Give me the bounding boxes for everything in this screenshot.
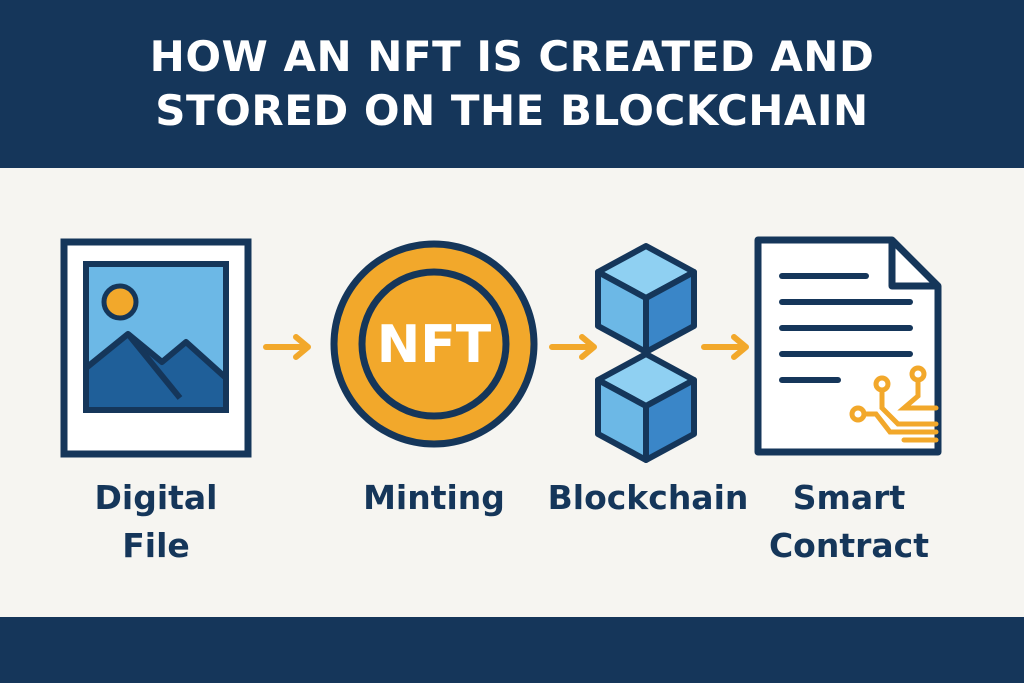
arrow-right-icon bbox=[701, 334, 749, 360]
arrow-right-icon bbox=[263, 334, 311, 360]
step-label: Blockchain bbox=[547, 478, 749, 517]
title-banner: HOW AN NFT IS CREATED AND STORED ON THE … bbox=[0, 0, 1024, 168]
blockchain-cubes-icon bbox=[595, 243, 697, 463]
page-title: HOW AN NFT IS CREATED AND STORED ON THE … bbox=[102, 30, 922, 138]
step-label: Minting bbox=[363, 478, 505, 517]
image-icon bbox=[60, 238, 252, 458]
nft-coin-icon: NFT bbox=[330, 240, 538, 448]
title-line-1: HOW AN NFT IS CREATED AND bbox=[149, 32, 875, 81]
contract-document-icon bbox=[754, 236, 942, 456]
arrow-right-icon bbox=[549, 334, 597, 360]
footer-banner bbox=[0, 617, 1024, 683]
title-line-2: STORED ON THE BLOCKCHAIN bbox=[155, 86, 869, 135]
nft-coin-text: NFT bbox=[377, 315, 492, 375]
